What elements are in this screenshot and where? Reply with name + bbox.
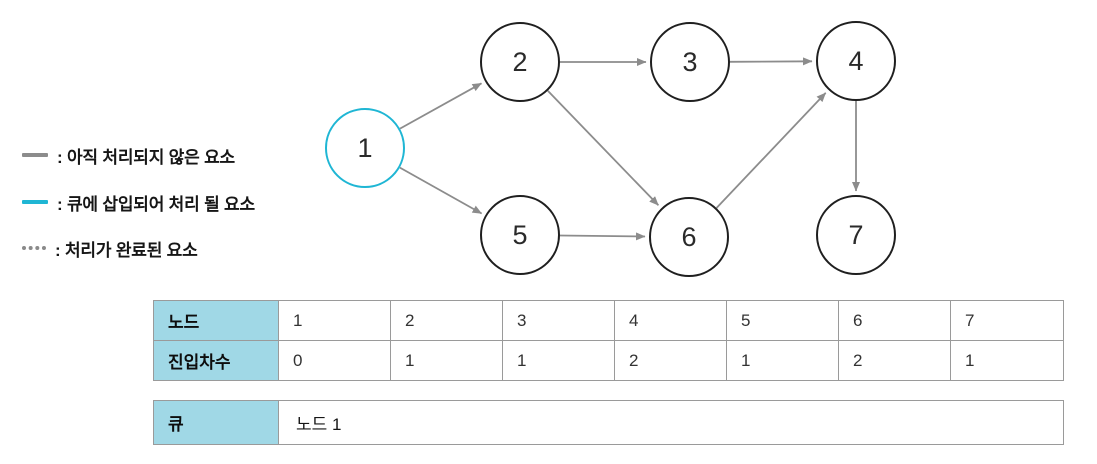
- node-id-cell: 2: [390, 300, 503, 341]
- solid-gray-line-icon: [22, 153, 48, 157]
- legend-item-label: : 처리가 완료된 요소: [55, 240, 198, 260]
- graph-node-3: 3: [650, 22, 730, 102]
- graph-edge-layer: [399, 57, 860, 241]
- node-id-cell: 7: [950, 300, 1064, 341]
- node-label: 6: [681, 221, 697, 252]
- graph-node-6: 6: [649, 197, 729, 277]
- edge-6-to-4: [715, 92, 827, 209]
- solid-cyan-line-icon: [22, 200, 48, 204]
- graph-node-1: 1: [325, 108, 405, 188]
- indegree-cell: 1: [390, 340, 503, 381]
- graph-node-4: 4: [816, 21, 896, 101]
- queue-contents: 노드 1: [278, 400, 1064, 445]
- node-id-cell: 5: [726, 300, 839, 341]
- node-label: 7: [848, 219, 864, 250]
- indegree-cell: 1: [502, 340, 615, 381]
- indegree-cell: 2: [838, 340, 951, 381]
- graph-node-2: 2: [480, 22, 560, 102]
- legend-item-label: : 큐에 삽입되어 처리 될 요소: [57, 194, 255, 214]
- node-label: 3: [682, 46, 698, 77]
- edge-3-to-4: [729, 57, 813, 66]
- legend-item-done: : 처리가 완료된 요소: [22, 236, 198, 260]
- node-id-cell: 6: [838, 300, 951, 341]
- node-label: 4: [848, 45, 864, 76]
- queue-table: 큐 노드 1: [153, 400, 1064, 445]
- node-label: 1: [357, 132, 373, 163]
- indegree-cell: 0: [278, 340, 391, 381]
- node-id-cell: 4: [614, 300, 727, 341]
- node-id-cell: 1: [278, 300, 391, 341]
- node-row-header: 노드: [153, 300, 279, 341]
- indegree-row-header: 진입차수: [153, 340, 279, 381]
- edge-1-to-2: [399, 82, 482, 130]
- edge-2-to-6: [547, 90, 660, 206]
- graph-node-5: 5: [480, 195, 560, 275]
- node-id-cell: 3: [502, 300, 615, 341]
- indegree-cell: 2: [614, 340, 727, 381]
- edge-5-to-6: [559, 232, 646, 241]
- legend-item-queued: : 큐에 삽입되어 처리 될 요소: [22, 190, 255, 214]
- edge-1-to-5: [399, 166, 483, 215]
- graph-node-7: 7: [816, 195, 896, 275]
- node-label: 5: [512, 219, 528, 250]
- node-label: 2: [512, 46, 528, 77]
- legend-item-unprocessed: : 아직 처리되지 않은 요소: [22, 143, 235, 167]
- queue-row: 큐 노드 1: [153, 400, 1064, 445]
- indegree-cell: 1: [950, 340, 1064, 381]
- dotted-gray-line-icon: [22, 246, 46, 250]
- indegree-cell: 1: [726, 340, 839, 381]
- queue-header: 큐: [153, 400, 279, 445]
- legend-item-label: : 아직 처리되지 않은 요소: [57, 147, 235, 167]
